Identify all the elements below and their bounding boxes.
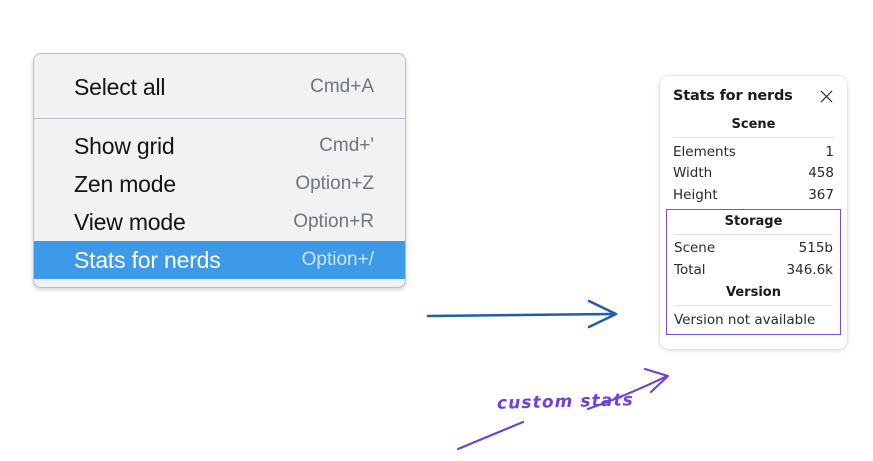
stats-row-width: Width 458 [673,163,834,185]
stats-storage-section: Storage Scene 515b Total 346.6k [674,210,833,282]
menu-item-stats-for-nerds[interactable]: Stats for nerds Option+/ [34,241,405,279]
stats-panel-title: Stats for nerds [673,88,793,104]
menu-item-view-mode[interactable]: View mode Option+R [34,203,405,241]
divider [673,137,834,138]
row-key: Scene [674,240,716,257]
version-text: Version not available [674,312,816,329]
storage-heading: Storage [724,213,783,229]
row-key: Total [674,262,706,278]
stats-row-storage-scene: Scene 515b [674,238,833,260]
menu-item-label: View mode [74,208,186,235]
row-key: Elements [673,143,736,160]
stats-version-section: Version Version not available [674,281,833,329]
menu-item-shortcut: Cmd+A [310,76,374,97]
menu-item-label: Zen mode [74,170,176,197]
menu-section-selection: Select all Cmd+A [34,54,405,118]
menu-item-shortcut: Option+R [293,211,374,232]
row-value: 1 [825,143,834,160]
menu-item-shortcut: Option+Z [295,173,374,194]
stats-row-height: Height 367 [673,185,834,207]
purple-underline-stroke [456,420,525,451]
scene-heading: Scene [731,117,776,132]
divider [674,305,833,307]
close-icon[interactable] [818,88,834,104]
custom-stats-annotation-label: custom stats [496,390,635,414]
blue-arrow-to-panel [426,299,618,329]
custom-stats-highlight-box: Storage Scene 515b Total 346.6k Version … [666,208,841,336]
divider [674,233,833,235]
stats-panel-titlebar: Stats for nerds [673,88,834,104]
menu-item-select-all[interactable]: Select all Cmd+A [34,68,405,106]
canvas-context-menu[interactable]: Select all Cmd+A Show grid Cmd+' Zen mod… [33,53,406,288]
menu-item-label: Select all [74,73,166,100]
menu-item-label: Show grid [74,132,175,159]
menu-section-view: Show grid Cmd+' Zen mode Option+Z View m… [34,119,405,287]
row-value: 367 [808,187,834,204]
version-heading: Version [726,285,781,301]
menu-item-shortcut: Cmd+' [319,135,374,156]
menu-item-label: Stats for nerds [74,246,221,273]
stats-for-nerds-panel: Stats for nerds Scene Elements 1 Width 4… [660,76,847,350]
menu-item-shortcut: Option+/ [301,249,374,270]
row-key: Width [673,165,713,182]
row-key: Height [673,187,718,204]
stats-row-elements: Elements 1 [673,141,834,163]
stats-row-storage-total: Total 346.6k [674,260,833,282]
row-value: 458 [808,165,834,182]
menu-item-zen-mode[interactable]: Zen mode Option+Z [34,165,405,203]
menu-item-show-grid[interactable]: Show grid Cmd+' [34,127,405,165]
stats-scene-section: Scene Elements 1 Width 458 Height 367 [673,113,834,207]
row-value: 515b [798,240,833,257]
row-value: 346.6k [786,262,833,278]
menu-divider [34,118,405,119]
